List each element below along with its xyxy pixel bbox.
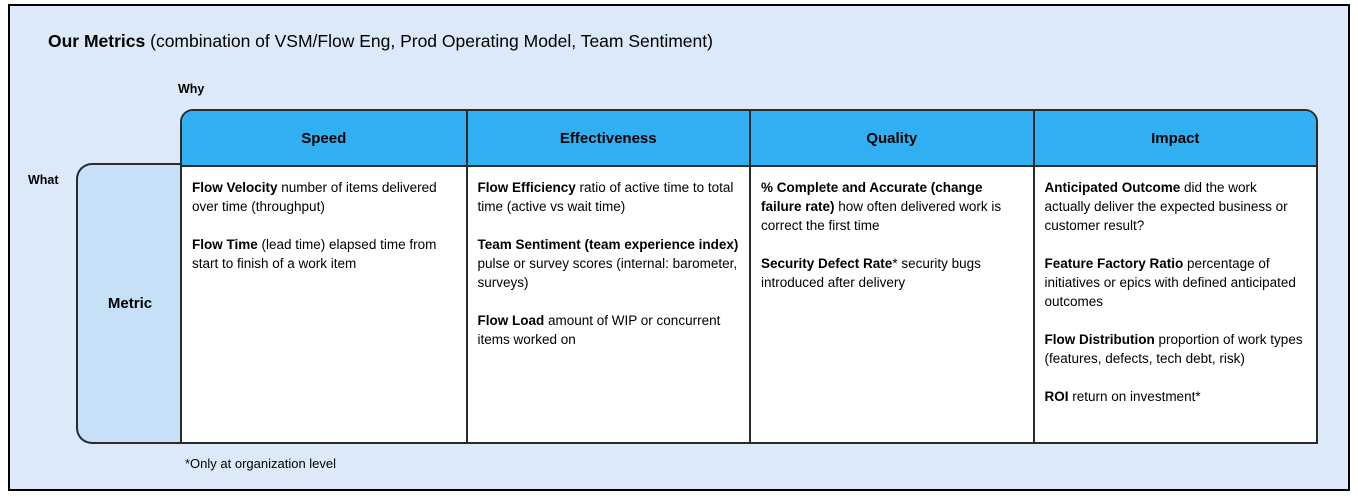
metric-term: ROI [1044,389,1069,404]
metric-description: pulse or survey scores (internal: barome… [477,256,738,290]
row-label-metric: Metric [107,295,153,312]
metric-description: percentage of initiatives or epics with … [1044,256,1296,309]
metric-description: security bugs introduced after delivery [761,256,981,290]
page-title-subtext: (combination of VSM/Flow Eng, Prod Opera… [145,31,713,51]
metric-entry: Security Defect Rate* security bugs intr… [761,254,1023,292]
metric-entry: Flow Load amount of WIP or concurrent it… [478,311,740,349]
column-header-impact: Impact [1032,111,1316,167]
column-header-effectiveness: Effectiveness [465,111,749,167]
metric-entry: Flow Velocity number of items delivered … [192,178,456,216]
metric-entry: Team Sentiment (team experience index) p… [478,235,740,292]
metric-description: did the work actually deliver the expect… [1044,180,1288,233]
footnote: *Only at organization level [185,456,337,471]
metric-term: Flow Load [477,313,545,328]
metric-term: Security Defect Rate [761,256,893,271]
column-cell-impact: Anticipated Outcome did the work actuall… [1032,167,1316,442]
metric-term: Flow Distribution [1044,332,1155,347]
metric-term: % Complete and Accurate (change failure … [761,180,983,214]
metric-description: proportion of work types (features, defe… [1044,332,1303,366]
metric-term: Anticipated Outcome [1044,180,1181,195]
metric-entry: Flow Distribution proportion of work typ… [1045,330,1307,368]
metric-description: how often delivered work is correct the … [761,199,1002,233]
metric-term: Team Sentiment (team experience index) [477,237,739,252]
metric-entry: Flow Efficiency ratio of active time to … [478,178,740,216]
page-title: Our Metrics (combination of VSM/Flow Eng… [48,31,713,52]
column-cell-effectiveness: Flow Efficiency ratio of active time to … [465,167,749,442]
metric-description: (lead time) elapsed time from start to f… [192,237,437,271]
axis-label-what: What [28,173,59,187]
metric-entry: % Complete and Accurate (change failure … [761,178,1023,235]
metric-description: amount of WIP or concurrent items worked… [477,313,721,347]
metric-description: number of items delivered over time (thr… [192,180,437,214]
metric-term: Flow Efficiency [477,180,576,195]
column-header-speed: Speed [182,111,466,167]
metric-entry: Feature Factory Ratio percentage of init… [1045,254,1307,311]
metric-description: ratio of active time to total time (acti… [477,180,734,214]
metric-entry: Anticipated Outcome did the work actuall… [1045,178,1307,235]
metric-entry: Flow Time (lead time) elapsed time from … [192,235,456,273]
metric-entry: ROI return on investment* [1045,387,1307,406]
column-header-quality: Quality [749,111,1033,167]
metric-term: Feature Factory Ratio [1044,256,1184,271]
metric-term: Flow Time [192,237,258,252]
metric-term-suffix: * [892,256,898,271]
column-cell-quality: % Complete and Accurate (change failure … [749,167,1033,442]
column-cell-speed: Flow Velocity number of items delivered … [182,167,466,442]
axis-label-why: Why [178,82,205,96]
row-label-box: Metric [76,163,182,444]
metric-description: return on investment* [1068,389,1201,404]
page-title-emphasis: Our Metrics [48,31,146,51]
metric-term: Flow Velocity [192,180,278,195]
